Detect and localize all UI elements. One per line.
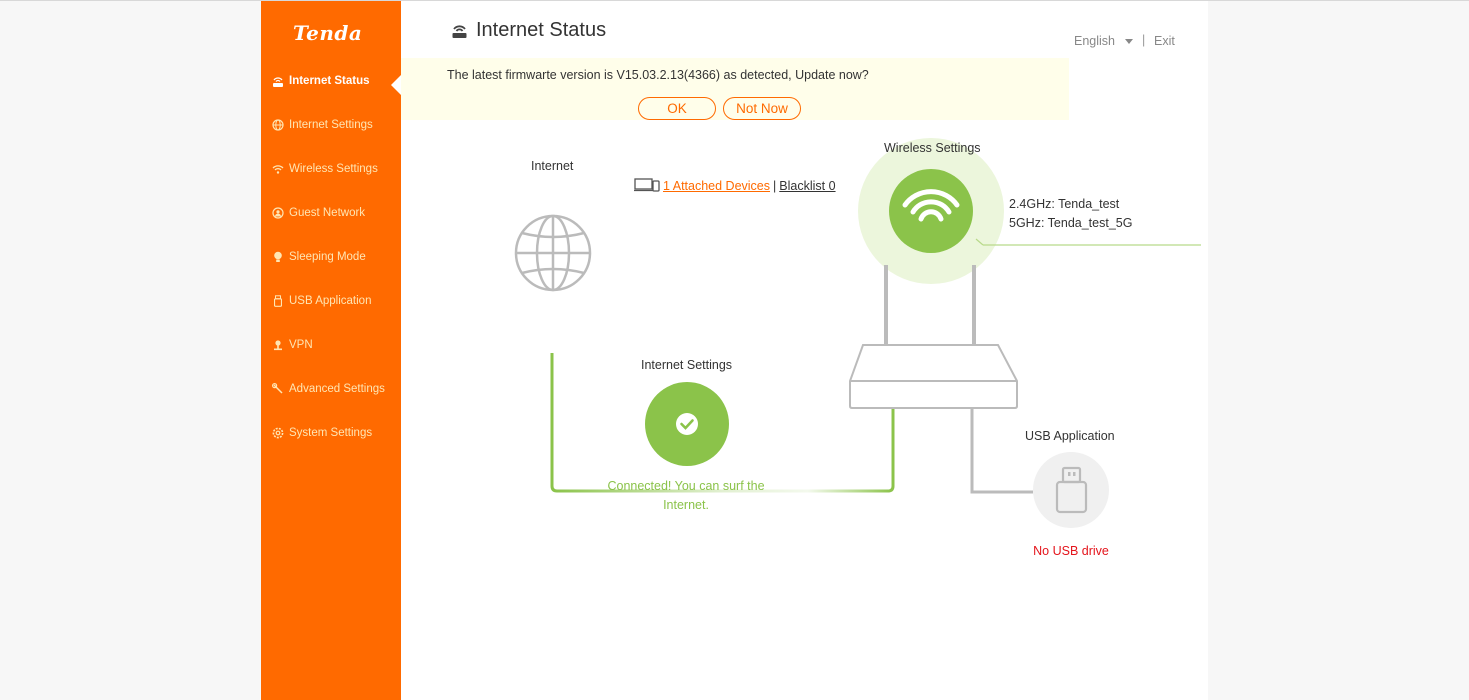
sidebar-item-label: Internet Settings [289,119,373,131]
sidebar-item-sleeping-mode[interactable]: Sleeping Mode [261,245,401,269]
chevron-down-icon[interactable] [1125,39,1133,44]
wrench-icon [261,383,289,395]
sidebar-item-internet-status[interactable]: Internet Status [261,69,401,95]
sidebar-item-system-settings[interactable]: System Settings [261,421,401,445]
globe-icon [261,119,289,131]
devices-icon [634,177,660,195]
sidebar-item-label: System Settings [289,427,373,439]
main-content: Internet Status English | Exit The lates… [401,1,1208,700]
sidebar-item-label: VPN [289,339,313,351]
tenda-logo: Tenda [293,21,363,45]
sidebar-item-label: Sleeping Mode [289,251,366,263]
wireless-settings-label: Wireless Settings [884,141,981,155]
sidebar: Tenda Internet Status Internet Settings … [261,1,401,700]
ssid-5ghz: 5GHz: Tenda_test_5G [1009,216,1133,230]
router-icon [849,265,1018,409]
firmware-notice: The latest firmwarte version is V15.03.2… [401,58,1069,120]
router-icon [451,23,468,44]
sidebar-item-label: Wireless Settings [289,163,378,175]
globe-icon[interactable] [514,214,592,292]
ssid-24ghz: 2.4GHz: Tenda_test [1009,197,1120,211]
attached-devices-link[interactable]: 1 Attached Devices [663,179,771,193]
link-separator: | [773,179,777,193]
sidebar-item-guest-network[interactable]: Guest Network [261,201,401,225]
vpn-icon [261,339,289,351]
sidebar-item-wireless-settings[interactable]: Wireless Settings [261,157,401,181]
sidebar-item-internet-settings[interactable]: Internet Settings [261,113,401,137]
wifi-icon [261,164,289,174]
usb-status: No USB drive [1033,544,1109,558]
page-title: Internet Status [476,19,607,41]
sidebar-item-label: USB Application [289,295,372,307]
sidebar-item-label: Internet Status [289,75,370,87]
usb-icon [261,295,289,307]
sidebar-item-advanced-settings[interactable]: Advanced Settings [261,377,401,401]
usb-line [970,408,1033,494]
sidebar-item-usb-application[interactable]: USB Application [261,289,401,313]
connection-line [550,353,895,493]
sidebar-item-vpn[interactable]: VPN [261,333,401,357]
attached-devices: 1 Attached Devices | Blacklist 0 [634,177,836,195]
header-separator: | [1142,33,1146,47]
not-now-button[interactable]: Not Now [723,97,801,120]
bulb-icon [261,251,289,263]
guest-icon [261,207,289,219]
blacklist-link[interactable]: Blacklist 0 [779,179,836,193]
gear-icon [261,427,289,439]
router-icon [261,76,289,87]
firmware-notice-text: The latest firmwarte version is V15.03.2… [447,68,869,82]
internet-settings-label: Internet Settings [641,358,733,372]
usb-application-label: USB Application [1025,429,1115,443]
wifi-icon[interactable] [889,169,973,253]
connection-status: Connected! You can surf the Internet. [607,479,765,512]
internet-label: Internet [531,159,574,173]
active-indicator [391,75,401,95]
sidebar-item-label: Advanced Settings [289,383,385,395]
check-icon[interactable] [645,382,729,466]
sidebar-item-label: Guest Network [289,207,366,219]
ssid-info: 2.4GHz: Tenda_test 5GHz: Tenda_test_5G [1009,195,1132,233]
network-diagram [514,138,1201,528]
exit-link[interactable]: Exit [1154,34,1175,48]
ok-button[interactable]: OK [638,97,716,120]
language-select[interactable]: English [1074,34,1115,48]
usb-drive-icon[interactable] [1033,452,1109,528]
